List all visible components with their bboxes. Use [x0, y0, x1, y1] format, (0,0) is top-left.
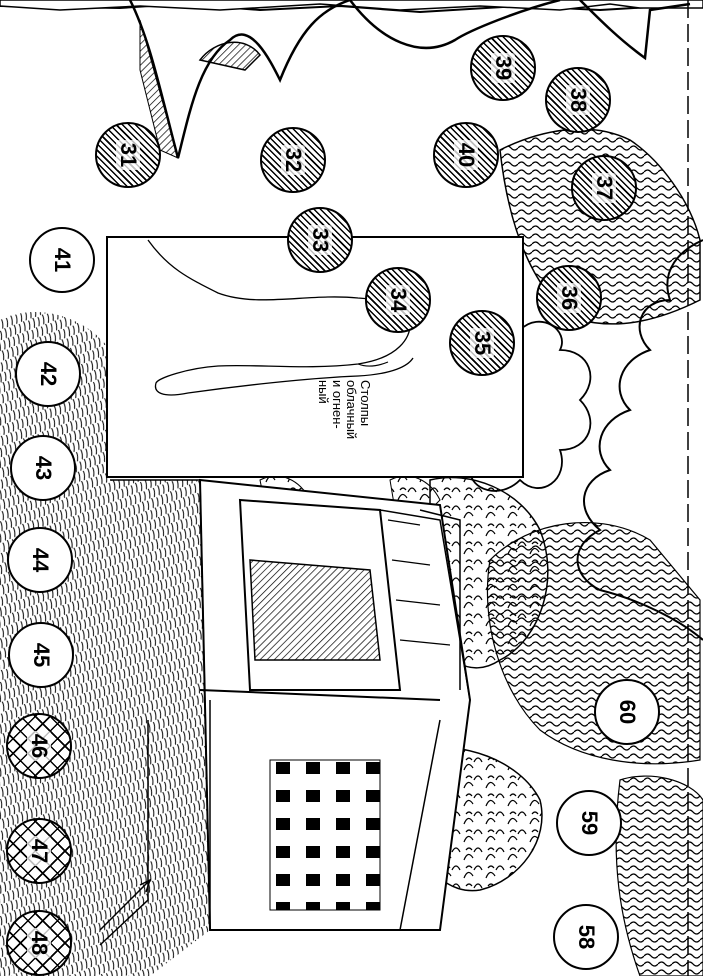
marker-42[interactable]: 42 [15, 341, 81, 407]
marker-60-anchor: 60 [594, 679, 660, 745]
marker-48[interactable]: 48 [6, 910, 72, 976]
marker-58[interactable]: 58 [553, 904, 619, 970]
marker-39-anchor: 39 [470, 35, 536, 101]
wave-area-bottom [615, 775, 703, 976]
marker-47-anchor: 47 [6, 818, 72, 884]
marker-59-anchor: 59 [556, 790, 622, 856]
marker-41-anchor: 41 [29, 227, 95, 293]
cloud-outline [576, 239, 703, 641]
caption-line-4: ный [316, 380, 331, 404]
marker-number: 46 [27, 730, 52, 762]
marker-number: 60 [615, 699, 640, 725]
marker-33[interactable]: 33 [287, 207, 353, 273]
marker-number: 47 [27, 835, 52, 867]
marker-43-anchor: 43 [10, 435, 76, 501]
caption-line-3: и огнен- [330, 380, 345, 429]
marker-number: 59 [577, 810, 602, 836]
marker-number: 42 [36, 361, 61, 387]
marker-39[interactable]: 39 [470, 35, 536, 101]
marker-59[interactable]: 59 [556, 790, 622, 856]
marker-44-anchor: 44 [7, 527, 73, 593]
marker-32-anchor: 32 [260, 127, 326, 193]
marker-44[interactable]: 44 [7, 527, 73, 593]
marker-48-anchor: 48 [6, 910, 72, 976]
marker-37-anchor: 37 [571, 155, 637, 221]
marker-36[interactable]: 36 [536, 265, 602, 331]
marker-60[interactable]: 60 [594, 679, 660, 745]
marker-32[interactable]: 32 [260, 127, 326, 193]
marker-number: 48 [27, 927, 52, 959]
marker-35-anchor: 35 [449, 310, 515, 376]
marker-number: 37 [592, 172, 617, 204]
marker-46-anchor: 46 [6, 713, 72, 779]
caption-line-1: Столпы [358, 380, 373, 427]
marker-number: 44 [28, 547, 53, 573]
marker-number: 40 [454, 139, 479, 171]
marker-40-anchor: 40 [433, 122, 499, 188]
marker-number: 41 [50, 247, 75, 273]
marker-35[interactable]: 35 [449, 310, 515, 376]
marker-number: 35 [470, 327, 495, 359]
marker-31-anchor: 31 [95, 122, 161, 188]
marker-46[interactable]: 46 [6, 713, 72, 779]
marker-37[interactable]: 37 [571, 155, 637, 221]
marker-number: 45 [29, 642, 54, 668]
marker-45[interactable]: 45 [8, 622, 74, 688]
marker-43[interactable]: 43 [10, 435, 76, 501]
marker-41[interactable]: 41 [29, 227, 95, 293]
marker-38[interactable]: 38 [545, 67, 611, 133]
building [198, 478, 472, 931]
marker-58-anchor: 58 [553, 904, 619, 970]
marker-number: 31 [116, 139, 141, 171]
marker-number: 34 [386, 284, 411, 316]
panel-caption: Столпы облачный и огнен- ный [316, 380, 373, 460]
panel-caption-anchor: Столпы облачный и огнен- ный [316, 380, 373, 439]
marker-34[interactable]: 34 [365, 267, 431, 333]
marker-number: 33 [308, 224, 333, 256]
marker-number: 32 [281, 144, 306, 176]
marker-38-anchor: 38 [545, 67, 611, 133]
marker-34-anchor: 34 [365, 267, 431, 333]
marker-40[interactable]: 40 [433, 122, 499, 188]
marker-36-anchor: 36 [536, 265, 602, 331]
marker-number: 39 [491, 52, 516, 84]
caption-line-2: облачный [344, 380, 359, 440]
marker-47[interactable]: 47 [6, 818, 72, 884]
marker-31[interactable]: 31 [95, 122, 161, 188]
marker-number: 38 [566, 84, 591, 116]
marker-33-anchor: 33 [287, 207, 353, 273]
marker-number: 36 [557, 282, 582, 314]
marker-number: 58 [574, 924, 599, 950]
marker-42-anchor: 42 [15, 341, 81, 407]
marker-number: 43 [31, 455, 56, 481]
marker-45-anchor: 45 [8, 622, 74, 688]
